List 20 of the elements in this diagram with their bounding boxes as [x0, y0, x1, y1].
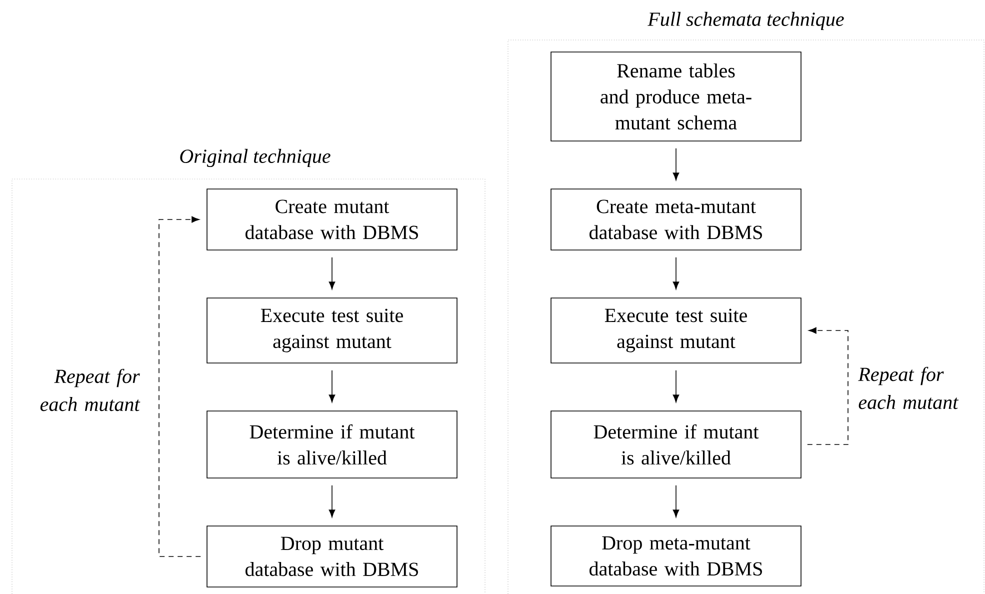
- arrow: [672, 370, 680, 402]
- arrow: [672, 484, 680, 518]
- arrow: [328, 370, 336, 402]
- arrow: [328, 257, 336, 290]
- process-box: Drop mutant database with DBMS: [206, 526, 458, 588]
- process-box: Create meta-mutant database with DBMS: [550, 188, 802, 250]
- arrow: [672, 148, 680, 180]
- process-box: Execute test suite against mutant: [550, 298, 802, 364]
- process-box: Rename tables and produce meta-mutant schema: [550, 52, 802, 142]
- process-box: Determine if mutant is alive/killed: [206, 410, 458, 478]
- edge-label: Repeat for each mutant: [858, 366, 959, 410]
- arrow: [328, 484, 336, 518]
- loop-arrow: [158, 216, 202, 557]
- process-box: Determine if mutant is alive/killed: [550, 410, 802, 478]
- arrow: [672, 257, 680, 290]
- process-box: Drop meta-mutant database with DBMS: [550, 526, 802, 586]
- process-box: Create mutant database with DBMS: [206, 188, 458, 250]
- process-box: Execute test suite against mutant: [206, 298, 458, 364]
- edge-label: Repeat for each mutant: [40, 368, 140, 412]
- loop-arrow: [807, 327, 848, 445]
